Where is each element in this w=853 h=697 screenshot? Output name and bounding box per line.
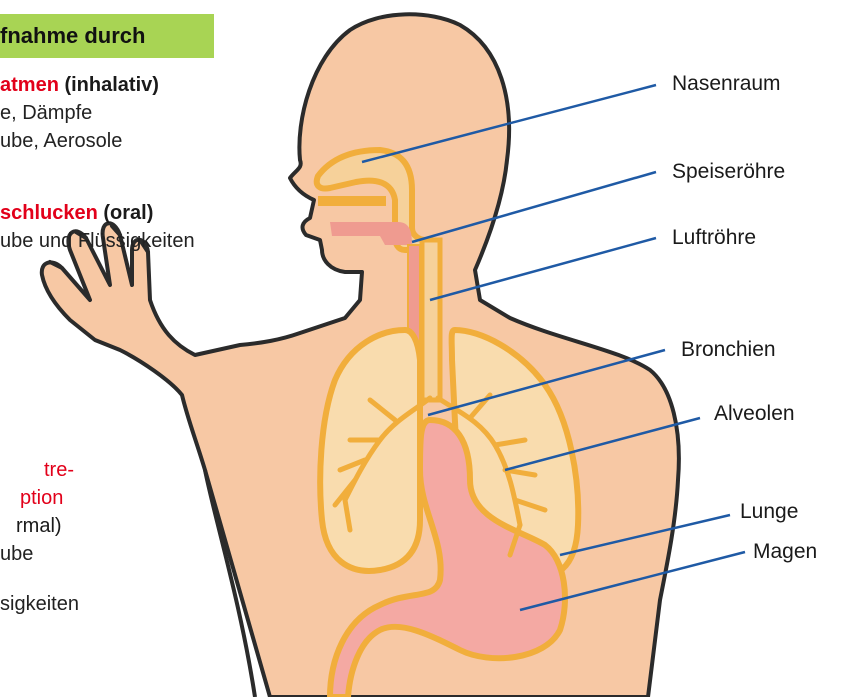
route-dermal-line1: ube [0,541,33,567]
label-magen: Magen [753,540,817,564]
label-nasenraum: Nasenraum [672,72,781,96]
route-dermal-line2: sigkeiten [0,591,79,617]
trachea [422,240,440,400]
route-inhalation-verb: atmen [0,74,59,96]
route-oral-line1: ube und Flüssigkeiten [0,228,195,254]
section-header: fnahme durch [0,14,214,58]
label-speiseroehre: Speiseröhre [672,160,785,184]
route-oral-verb: schlucken [0,202,98,224]
section-header-title: fnahme durch [0,23,145,49]
route-dermal-verb-line1: tre- [44,457,74,483]
route-inhalation-line1: e, Dämpfe [0,100,92,126]
label-lunge: Lunge [740,500,798,524]
mouth-cavity [318,196,386,206]
route-oral-qualifier: (oral) [98,202,154,224]
route-oral-heading: schlucken (oral) [0,200,153,226]
route-inhalation-line2: ube, Aerosole [0,128,122,154]
label-alveolen: Alveolen [714,402,795,426]
route-dermal-qualifier: rmal) [16,513,62,539]
label-luftroehre: Luftröhre [672,226,756,250]
route-inhalation-heading: atmen (inhalativ) [0,72,159,98]
route-dermal-verb-line2: ption [20,485,63,511]
route-inhalation-qualifier: (inhalativ) [59,74,159,96]
label-bronchien: Bronchien [681,338,776,362]
